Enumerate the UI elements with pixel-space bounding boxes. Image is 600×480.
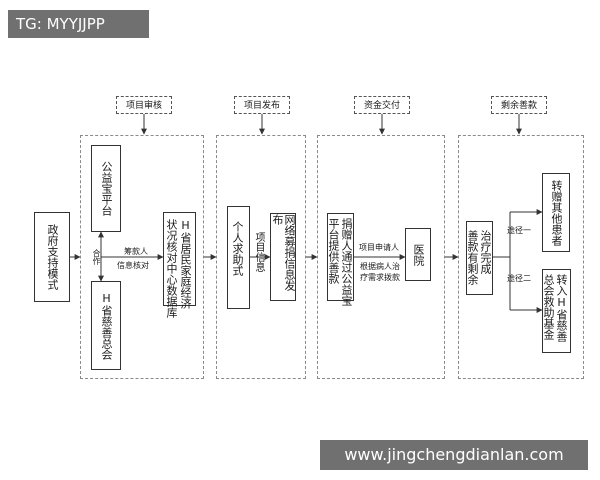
node-online-fundraising: 网络募捐信息发布 — [270, 213, 296, 301]
label-pay-by-need: 根据病人治疗需求拨款 — [360, 262, 400, 282]
label-cooperate: 合作 — [92, 249, 101, 265]
node-charity-relief-fund: 转入H省慈善 总会救助基金 — [542, 269, 571, 353]
label-route-two: 途径二 — [507, 274, 531, 283]
tag-project-publish: 项目发布 — [234, 96, 290, 114]
donor-col-1: 捐赠人通过公益宝 — [340, 218, 353, 306]
node-economic-database: H省居民家庭经济 状况核对中心数据库 — [163, 212, 196, 318]
label-project-applicant: 项目申请人 — [359, 243, 399, 252]
label-route-one: 途径一 — [507, 226, 531, 235]
stage-fund-delivery — [317, 135, 445, 379]
fund-col-1: 转入H省慈善 — [555, 274, 568, 342]
tag-project-review: 项目审核 — [116, 96, 172, 114]
label-project-info: 项目信息 — [253, 232, 264, 272]
stage-remaining-funds — [458, 135, 584, 379]
donor-col-2: 平台提供善款 — [327, 218, 340, 284]
node-treatment-done: 治疗完成 善款有剩余 — [466, 221, 493, 295]
watermark-bottom-right: www.jingchengdianlan.com — [320, 440, 588, 470]
node-gov-support-mode: 政府支持模式 — [34, 212, 70, 302]
treatment-done-col-1: 治疗完成 — [479, 230, 492, 274]
stage-project-publish — [216, 135, 306, 379]
label-info-verify: 信息核对 — [117, 261, 149, 270]
node-personal-help: 个人求助式 — [227, 206, 250, 309]
tag-remaining-funds: 剩余善款 — [491, 96, 547, 114]
tag-fund-delivery: 资金交付 — [354, 96, 410, 114]
node-transfer-other-patients: 转赠其他患者 — [542, 173, 570, 252]
node-hospital: 医院 — [405, 228, 431, 281]
stage-project-review — [80, 135, 204, 379]
label-fund-seeker: 筹款人 — [124, 247, 148, 256]
treatment-done-col-2: 善款有剩余 — [466, 230, 479, 285]
node-h-charity-federation: H省慈善总会 — [91, 281, 121, 370]
fund-col-2: 总会救助基金 — [542, 274, 555, 340]
personal-help-text: 个人求助式 — [231, 221, 244, 276]
watermark-top-left: TG: MYYJJPP — [8, 10, 149, 38]
node-donor: 捐赠人通过公益宝 平台提供善款 — [327, 213, 354, 306]
node-public-platform: 公益宝平台 — [91, 145, 121, 232]
database-col-2: 状况核对中心数据库 — [165, 219, 178, 318]
database-col-1: H省居民家庭经济 — [179, 219, 192, 309]
